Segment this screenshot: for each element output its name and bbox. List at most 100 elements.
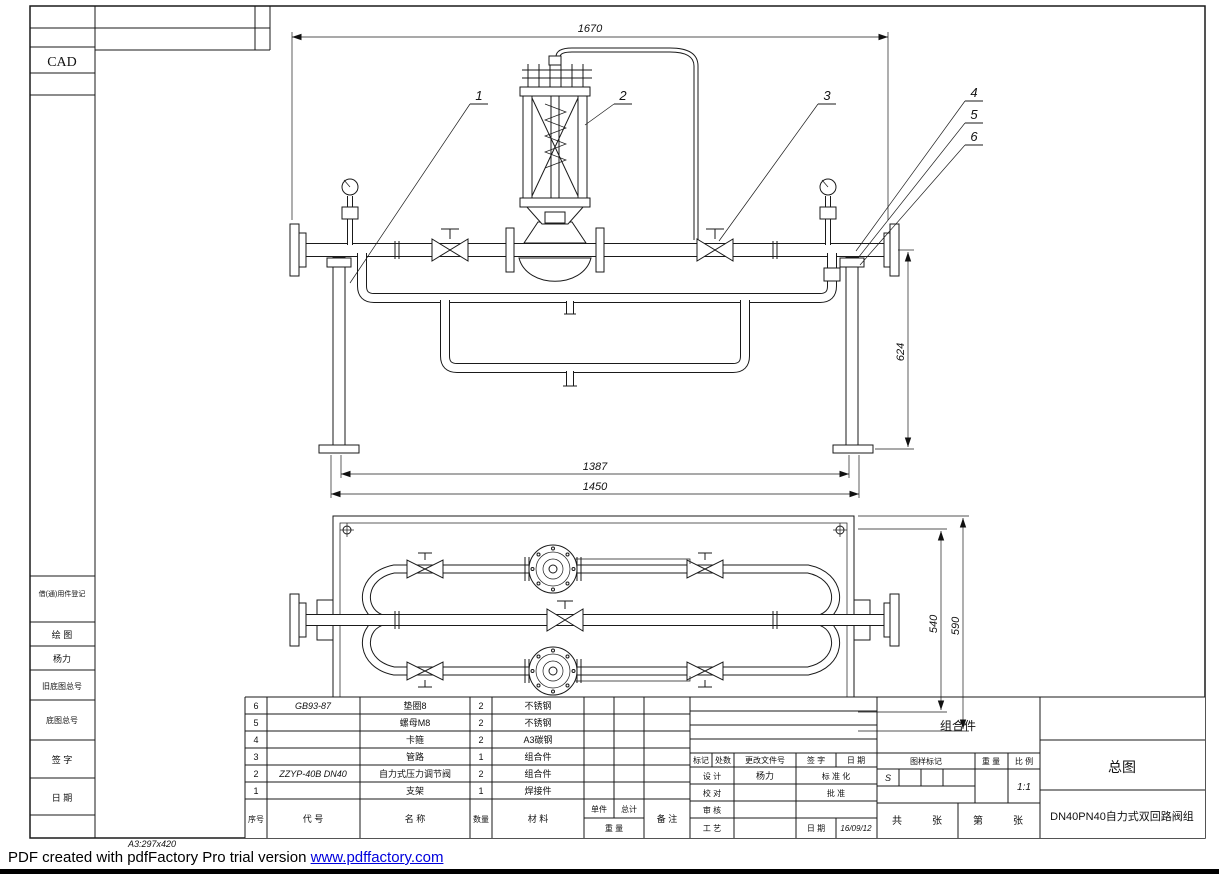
scale-label: 比 例 (1015, 756, 1033, 766)
dim-base-span: 1450 (583, 481, 608, 493)
product-title: DN40PN40自力式双回路阀组 (1050, 809, 1194, 823)
sidebar-signature: 签 字 (52, 754, 73, 765)
dim-support-span: 1387 (583, 461, 608, 473)
bom-name: 垫圈8 (403, 700, 426, 711)
bom-header-qty: 数量 (473, 814, 489, 824)
bom-row: 5 螺母M8 2 不锈钢 (253, 717, 551, 728)
balloon-5: 5 (970, 107, 978, 122)
pdf-footer-text: PDF created with pdfFactory Pro trial ve… (8, 849, 311, 866)
balloon-3: 3 (823, 88, 831, 103)
dim-plan-inner: 540 (928, 614, 940, 633)
bom-seq: 2 (253, 769, 258, 779)
mark-label: 图样标记 (910, 756, 942, 766)
bom-seq: 3 (253, 752, 258, 762)
plan-view (289, 515, 900, 732)
valve-right (696, 228, 734, 262)
scale-value: 1:1 (1017, 782, 1031, 793)
bom-header-weight: 重 量 (605, 823, 623, 833)
review-label: 审 核 (703, 805, 721, 815)
bom-row: 3 管路 1 组合件 (253, 751, 551, 762)
bom-material: 不锈钢 (524, 717, 551, 728)
bom-material: 焊接件 (524, 785, 551, 796)
bom-code: ZZYP-40B DN40 (278, 769, 347, 779)
bom-table: 6 GB93-87 垫圈8 2 不锈钢 5 螺母M8 2 不锈钢 4 卡箍 2 … (244, 696, 690, 838)
assembly-label: 组合件 (940, 718, 976, 733)
bom-material: 不锈钢 (524, 700, 551, 711)
approve-label: 批 准 (827, 788, 845, 798)
bom-name: 支架 (406, 785, 424, 796)
dim-height: 624 (895, 343, 907, 361)
dim-overall-width: 1670 (578, 23, 603, 35)
rev-count-label: 处数 (715, 755, 731, 765)
bom-row: 6 GB93-87 垫圈8 2 不锈钢 (253, 700, 551, 711)
corner-label: CAD (47, 55, 77, 70)
bom-seq: 1 (253, 786, 258, 796)
bom-seq: 4 (253, 735, 258, 745)
bom-row: 1 支架 1 焊接件 (253, 785, 551, 796)
bom-seq: 5 (253, 718, 258, 728)
bom-name: 卡箍 (406, 734, 424, 745)
sidebar-base-no: 底图总号 (46, 715, 78, 725)
balloon-6: 6 (970, 129, 978, 144)
title-block: 标记 处数 更改文件号 签 字 日 期 设 计 杨力 标 准 化 校 对 批 准… (689, 696, 1205, 838)
sidebar-date: 日 期 (52, 793, 73, 803)
sidebar-drawing-label: 绘 图 (52, 629, 73, 640)
process-label: 工 艺 (703, 824, 721, 833)
check-label: 校 对 (703, 788, 721, 798)
sheets-total-label: 共 (892, 815, 902, 827)
balloon-1: 1 (475, 88, 482, 103)
valve-left (431, 228, 469, 262)
bom-name: 自力式压力调节阀 (379, 768, 451, 779)
bom-material: A3碳钢 (523, 734, 552, 745)
bom-code: GB93-87 (295, 701, 332, 711)
gauge-right (819, 178, 837, 245)
date-value: 16/09/12 (840, 824, 872, 833)
front-view: 1670 (289, 23, 983, 498)
plan-dimensions: 540 590 (858, 515, 969, 732)
bom-qty: 2 (478, 718, 483, 728)
doc-type: 总图 (1108, 759, 1136, 775)
bom-header-material: 材 料 (528, 813, 549, 824)
bom-qty: 2 (478, 769, 483, 779)
rev-sign-label: 签 字 (807, 755, 825, 765)
bom-qty: 2 (478, 735, 483, 745)
bom-seq: 6 (253, 701, 258, 711)
bom-material: 组合件 (524, 768, 551, 779)
regulator-dome-upper (524, 544, 691, 594)
bom-header-total: 总计 (621, 804, 637, 814)
bom-header-seq: 序号 (248, 814, 264, 824)
sidebar-usage-registry: 借(通)用件登记 (39, 589, 86, 598)
stage-value: S (885, 773, 891, 783)
bom-name: 螺母M8 (400, 718, 431, 728)
sheet-no-unit: 张 (1013, 815, 1023, 827)
pdf-footer: PDF created with pdfFactory Pro trial ve… (8, 849, 443, 866)
bom-name: 管路 (406, 751, 424, 762)
paper-size-note: A3:297x420 (127, 839, 176, 849)
balloon-4: 4 (970, 85, 977, 100)
sidebar-old-base-no: 旧底图总号 (42, 681, 82, 691)
bom-row: 4 卡箍 2 A3碳钢 (253, 734, 552, 745)
gauge-left (341, 178, 359, 245)
balloon-2: 2 (618, 88, 627, 103)
sidebar-drafter: 杨力 (53, 653, 71, 664)
dim-plan-outer: 590 (950, 616, 962, 635)
rev-mark-label: 标记 (693, 755, 709, 765)
sheet-no-label: 第 (973, 814, 983, 827)
bom-qty: 2 (478, 701, 483, 711)
bom-row: 2 ZZYP-40B DN40 自力式压力调节阀 2 组合件 (253, 768, 551, 779)
sheets-total-unit: 张 (932, 815, 942, 827)
bom-qty: 1 (478, 752, 483, 762)
bottom-bar (0, 869, 1219, 874)
bom-qty: 1 (478, 786, 483, 796)
bom-header-name: 名 称 (405, 813, 426, 824)
regulator-dome-lower (524, 646, 691, 696)
bom-header-code: 代 号 (303, 814, 324, 824)
bom-material: 组合件 (524, 751, 551, 762)
bom-header-unit: 单件 (591, 804, 607, 814)
designer-name: 杨力 (756, 770, 774, 781)
design-label: 设 计 (703, 771, 721, 781)
pdffactory-link[interactable]: www.pdffactory.com (310, 849, 444, 866)
pressure-regulator (505, 55, 605, 282)
rev-date-label: 日 期 (847, 756, 865, 765)
